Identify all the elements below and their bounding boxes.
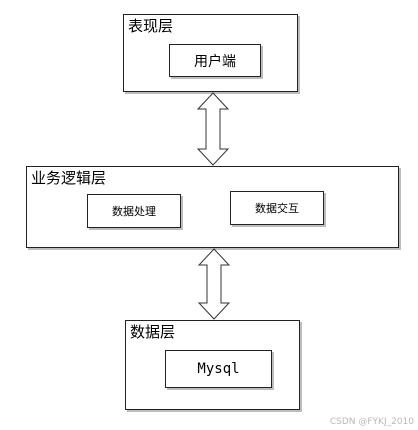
presentation-layer: 表现层 用户端 [123,14,298,92]
client-box: 用户端 [169,44,261,77]
bidirectional-arrow-top [196,92,230,166]
watermark-text: CSDN @FYKJ_2010 [329,417,414,427]
bidirectional-arrow-bottom [197,248,231,320]
mysql-box: Mysql [165,350,272,388]
data-layer: 数据层 Mysql [125,320,300,410]
business-logic-layer: 业务逻辑层 数据处理 数据交互 [26,166,399,248]
data-processing-box: 数据处理 [87,194,181,228]
data-interaction-box: 数据交互 [230,191,324,225]
presentation-layer-title: 表现层 [128,17,174,35]
data-layer-title: 数据层 [130,323,176,341]
business-logic-layer-title: 业务逻辑层 [31,169,107,187]
